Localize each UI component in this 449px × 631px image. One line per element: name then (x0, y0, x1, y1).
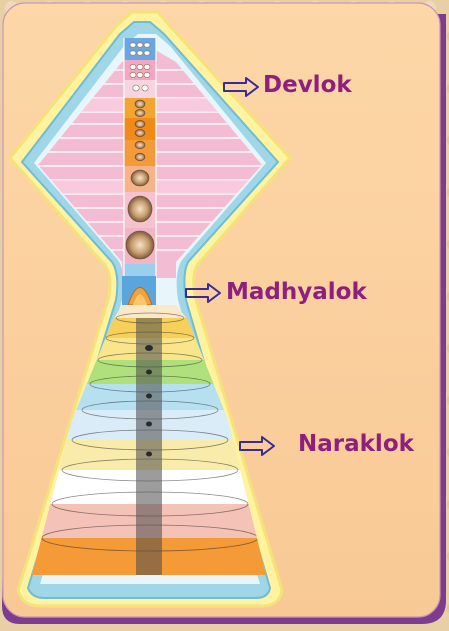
madhyalok-label: Madhyalok (226, 279, 367, 305)
central-column-upper (124, 38, 156, 280)
devlok-label-text: Devlok (263, 72, 352, 98)
madhyalok-region (122, 276, 156, 308)
naraklok-label: Naraklok (298, 431, 414, 457)
madhyalok-label-text: Madhyalok (226, 279, 367, 305)
devlok-label: Devlok (263, 72, 352, 98)
naraklok-label-text: Naraklok (298, 431, 414, 457)
